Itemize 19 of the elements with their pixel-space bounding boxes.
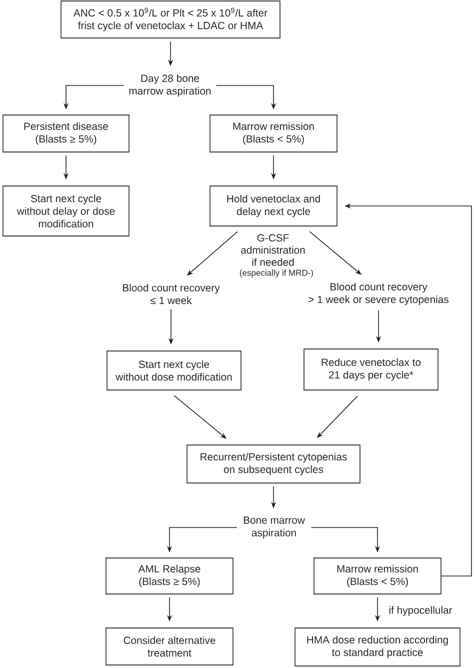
- step-label: Blood count recovery ≤ 1 week: [123, 284, 220, 304]
- process-box: ANC < 0.5 x 10$^{9}$/L or Plt < 25 x 10$^{9}$/L after frist cycle of venetoclax + LDAC or HMA: [60, 0, 280, 38]
- step-label: Bone marrow aspiration: [244, 516, 305, 538]
- process-box: Marrow remission (Blasts < 5%): [314, 558, 442, 594]
- process-box: AML Relapse (Blasts ≥ 5%): [106, 558, 234, 594]
- process-box: Start next cycle without dose modification: [106, 350, 242, 390]
- process-box: Marrow remission (Blasts < 5%): [210, 114, 338, 152]
- process-box: Persistent disease (Blasts ≥ 5%): [2, 114, 130, 152]
- process-box: Start next cycle without delay or dose modification: [2, 186, 130, 236]
- process-box: Recurrent/Persistent cytopenias on subsequent cycles: [186, 444, 360, 484]
- note-text: (especially if MRD-): [240, 270, 314, 278]
- process-box: HMA dose reduction according to standard practice: [294, 628, 460, 666]
- process-box: Hold venetoclax and delay next cycle: [210, 186, 338, 226]
- note-text: G-CSF administration if needed: [241, 234, 305, 266]
- edge-label: if hypocellular: [388, 605, 454, 617]
- step-label: Blood count recovery > 1 week or severe cytopenias: [308, 282, 448, 306]
- process-box: Reduce venetoclax to 21 days per cycle*: [304, 348, 438, 390]
- process-box: Consider alternative treatment: [106, 628, 234, 666]
- step-label: Day 28 bone marrow aspiration: [129, 74, 211, 97]
